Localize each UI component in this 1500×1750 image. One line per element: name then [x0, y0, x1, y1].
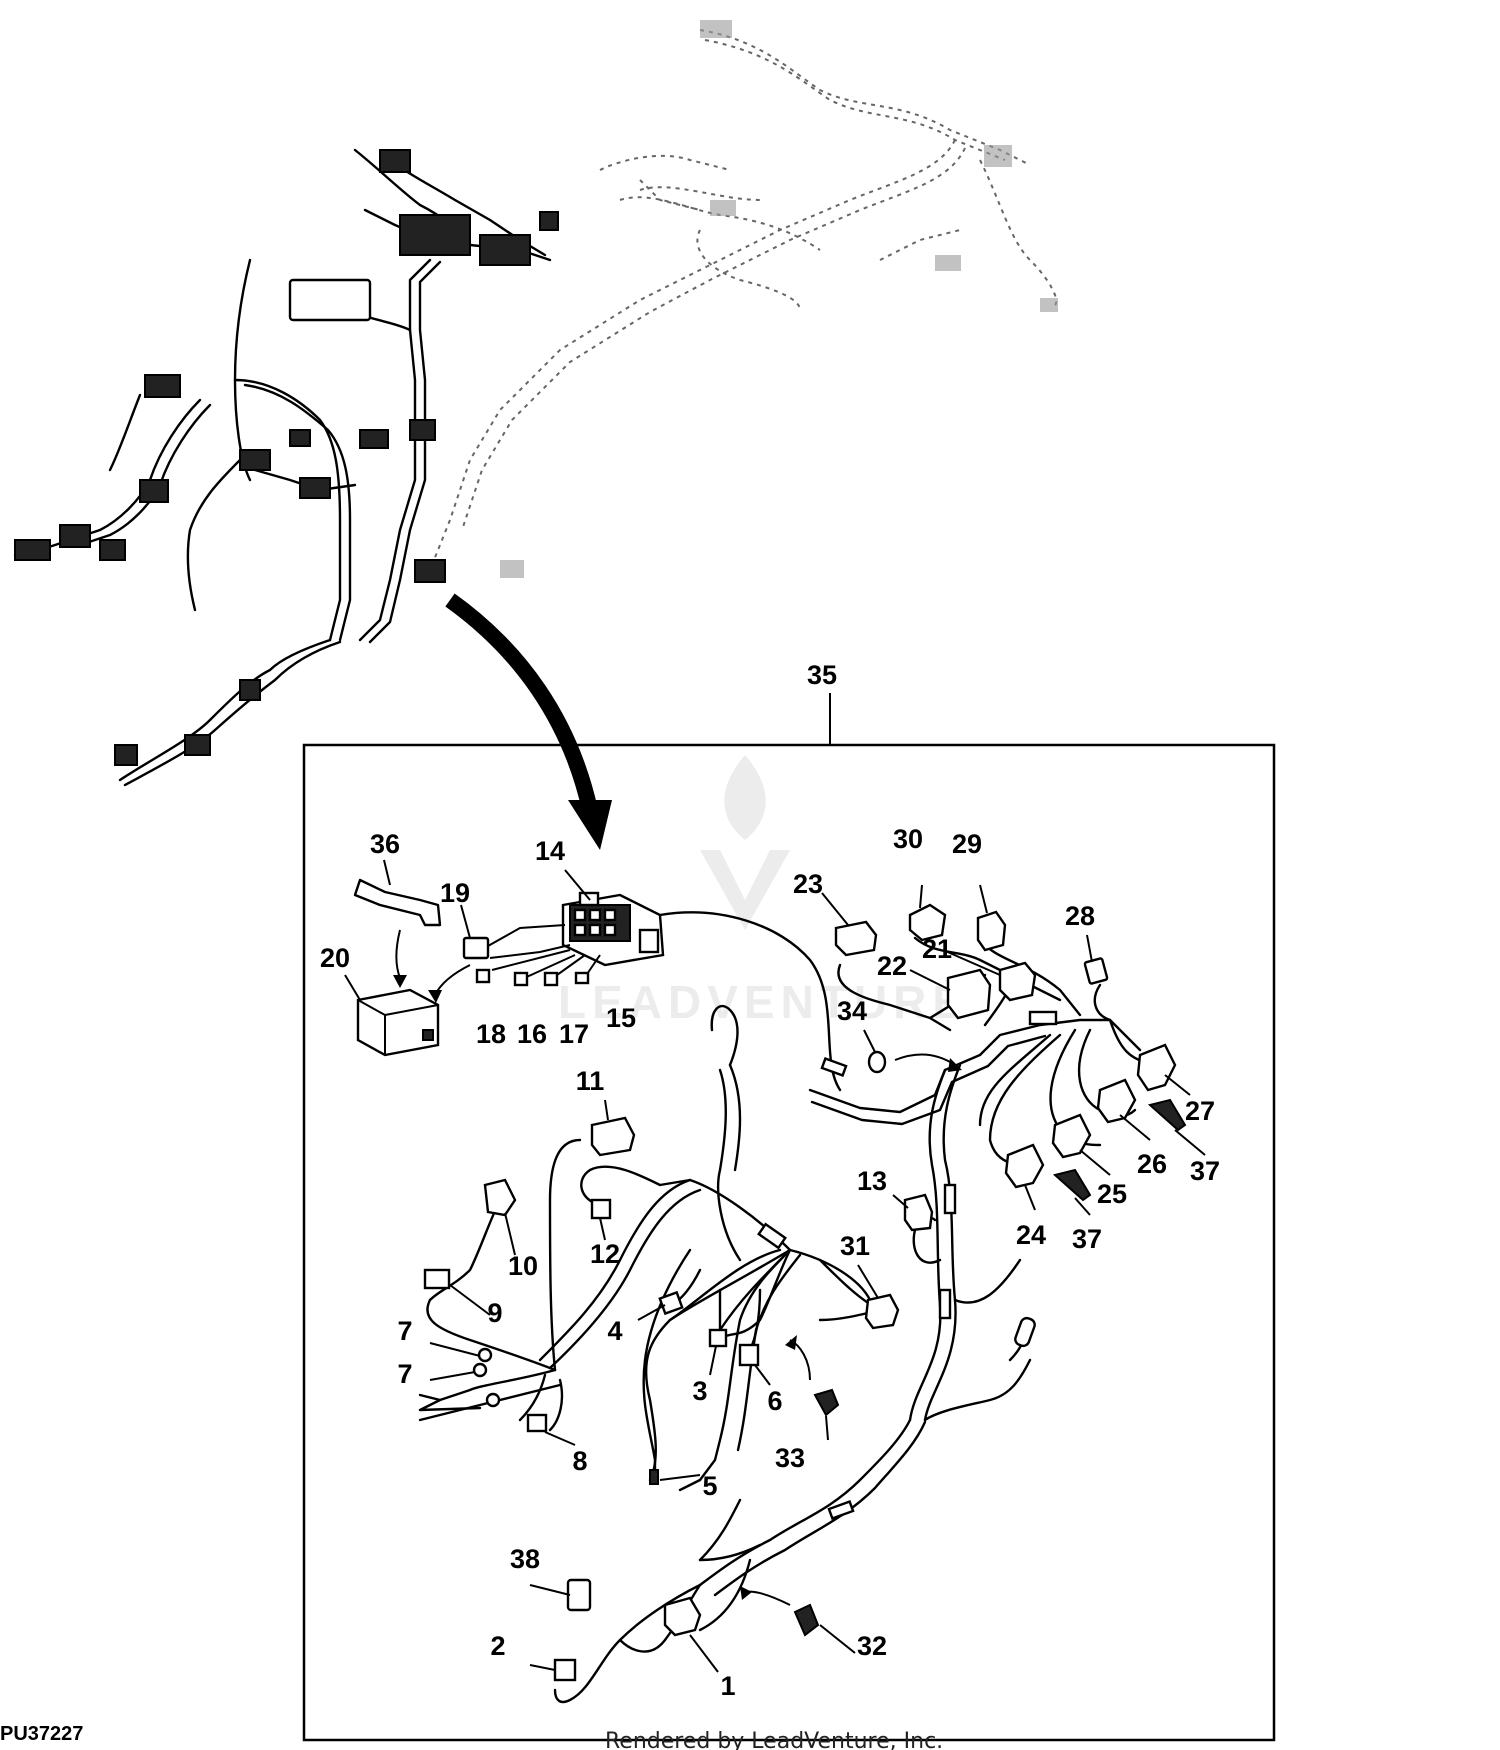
connector-26 — [1096, 1078, 1137, 1124]
callout-label: 13 — [857, 1166, 887, 1196]
callout-label: 6 — [767, 1386, 782, 1416]
clip-32 — [793, 1603, 820, 1637]
detail-box — [302, 743, 1276, 1742]
connector-9 — [423, 1268, 451, 1290]
watermark-text: LEADVENTURE — [558, 976, 969, 1028]
connector-6 — [738, 1343, 760, 1367]
callout-label: 21 — [922, 934, 952, 964]
connector-22 — [946, 968, 992, 1020]
callout-label: 31 — [840, 1231, 870, 1261]
callout-label: 27 — [1185, 1096, 1215, 1126]
callout-label: 34 — [837, 996, 867, 1026]
callout-label: 30 — [893, 824, 923, 854]
terminal-5 — [649, 1469, 659, 1485]
callout-label: 4 — [607, 1316, 622, 1346]
callout-label: 9 — [487, 1298, 502, 1328]
connector-25 — [1051, 1113, 1092, 1159]
callout-label: 7 — [397, 1359, 412, 1389]
fuse-16 — [513, 971, 529, 987]
callout-label: 15 — [606, 1003, 636, 1033]
callout-label: 3 — [692, 1376, 707, 1406]
callout-leaders — [344, 859, 1206, 1673]
callout-label: 18 — [476, 1019, 506, 1049]
callout-label: 19 — [440, 878, 470, 908]
callout-label: 24 — [1016, 1220, 1046, 1250]
callout-label: 33 — [775, 1443, 805, 1473]
connector-8 — [526, 1413, 548, 1433]
relay-38 — [566, 1578, 592, 1612]
callout-label: 37 — [1072, 1224, 1102, 1254]
connector-27 — [1136, 1043, 1177, 1092]
callout-label: 2 — [490, 1631, 505, 1661]
callout-label: 5 — [702, 1471, 717, 1501]
terminal-7b — [472, 1362, 488, 1378]
module-20 — [356, 988, 440, 1057]
clip-33 — [813, 1388, 840, 1417]
callout-label: 28 — [1065, 901, 1095, 931]
leadventure-watermark: LEADVENTURE — [558, 755, 969, 1028]
connector-12 — [590, 1198, 612, 1220]
callout-label: 35 — [807, 660, 837, 690]
connector-31 — [864, 1293, 900, 1330]
bracket-36 — [353, 878, 442, 927]
connector-29 — [976, 910, 1007, 952]
reference-number: PU37227 — [0, 1723, 83, 1745]
connector-23 — [834, 920, 878, 957]
clip-34 — [867, 1050, 887, 1074]
callout-label: 22 — [877, 951, 907, 981]
callout-label: 16 — [517, 1019, 547, 1049]
callout-label: 12 — [590, 1239, 620, 1269]
connector-28 — [1083, 957, 1109, 985]
ghost-harness — [429, 20, 1058, 578]
connector-3 — [708, 1328, 728, 1348]
callout-label: 14 — [535, 836, 565, 866]
connector-13 — [903, 1193, 934, 1232]
callout-label: 38 — [510, 1544, 540, 1574]
callout-label: 29 — [952, 829, 982, 859]
relay-19 — [462, 936, 490, 960]
callout-label: 25 — [1097, 1179, 1127, 1209]
callout-label: 26 — [1137, 1149, 1167, 1179]
callout-labels: 35 1 2 3 4 5 6 7 7 8 9 10 11 12 13 14 15… — [320, 660, 1220, 1701]
callout-label: 10 — [508, 1251, 538, 1281]
callout-label: 37 — [1190, 1156, 1220, 1186]
callout-label: 23 — [793, 869, 823, 899]
fuse-17 — [543, 971, 559, 987]
fuse-block-14 — [561, 891, 665, 967]
callout-label: 20 — [320, 943, 350, 973]
connector-24 — [1004, 1143, 1045, 1189]
fuse-18 — [475, 968, 491, 984]
callout-label: 17 — [559, 1019, 589, 1049]
detail-parts — [353, 878, 1187, 1682]
callout-label: 8 — [572, 1446, 587, 1476]
connector-2 — [553, 1658, 577, 1682]
terminal-7a — [477, 1347, 493, 1363]
connector-1 — [663, 1596, 702, 1637]
callout-label: 11 — [576, 1066, 605, 1096]
callout-label: 1 — [720, 1671, 735, 1701]
connector-30 — [908, 903, 947, 942]
clip-37b — [1052, 1168, 1092, 1202]
clip-37a — [1147, 1098, 1187, 1132]
detail-arrow — [445, 593, 612, 850]
credit-text: Rendered by LeadVenture, Inc. — [605, 1729, 943, 1750]
callout-label: 36 — [370, 829, 400, 859]
overview-harness — [13, 148, 559, 787]
callout-label: 7 — [397, 1316, 412, 1346]
fuse-15 — [574, 971, 590, 985]
callout-label: 32 — [857, 1631, 887, 1661]
connector-10 — [483, 1178, 517, 1217]
connector-21 — [998, 961, 1037, 1002]
connector-11 — [590, 1116, 636, 1157]
